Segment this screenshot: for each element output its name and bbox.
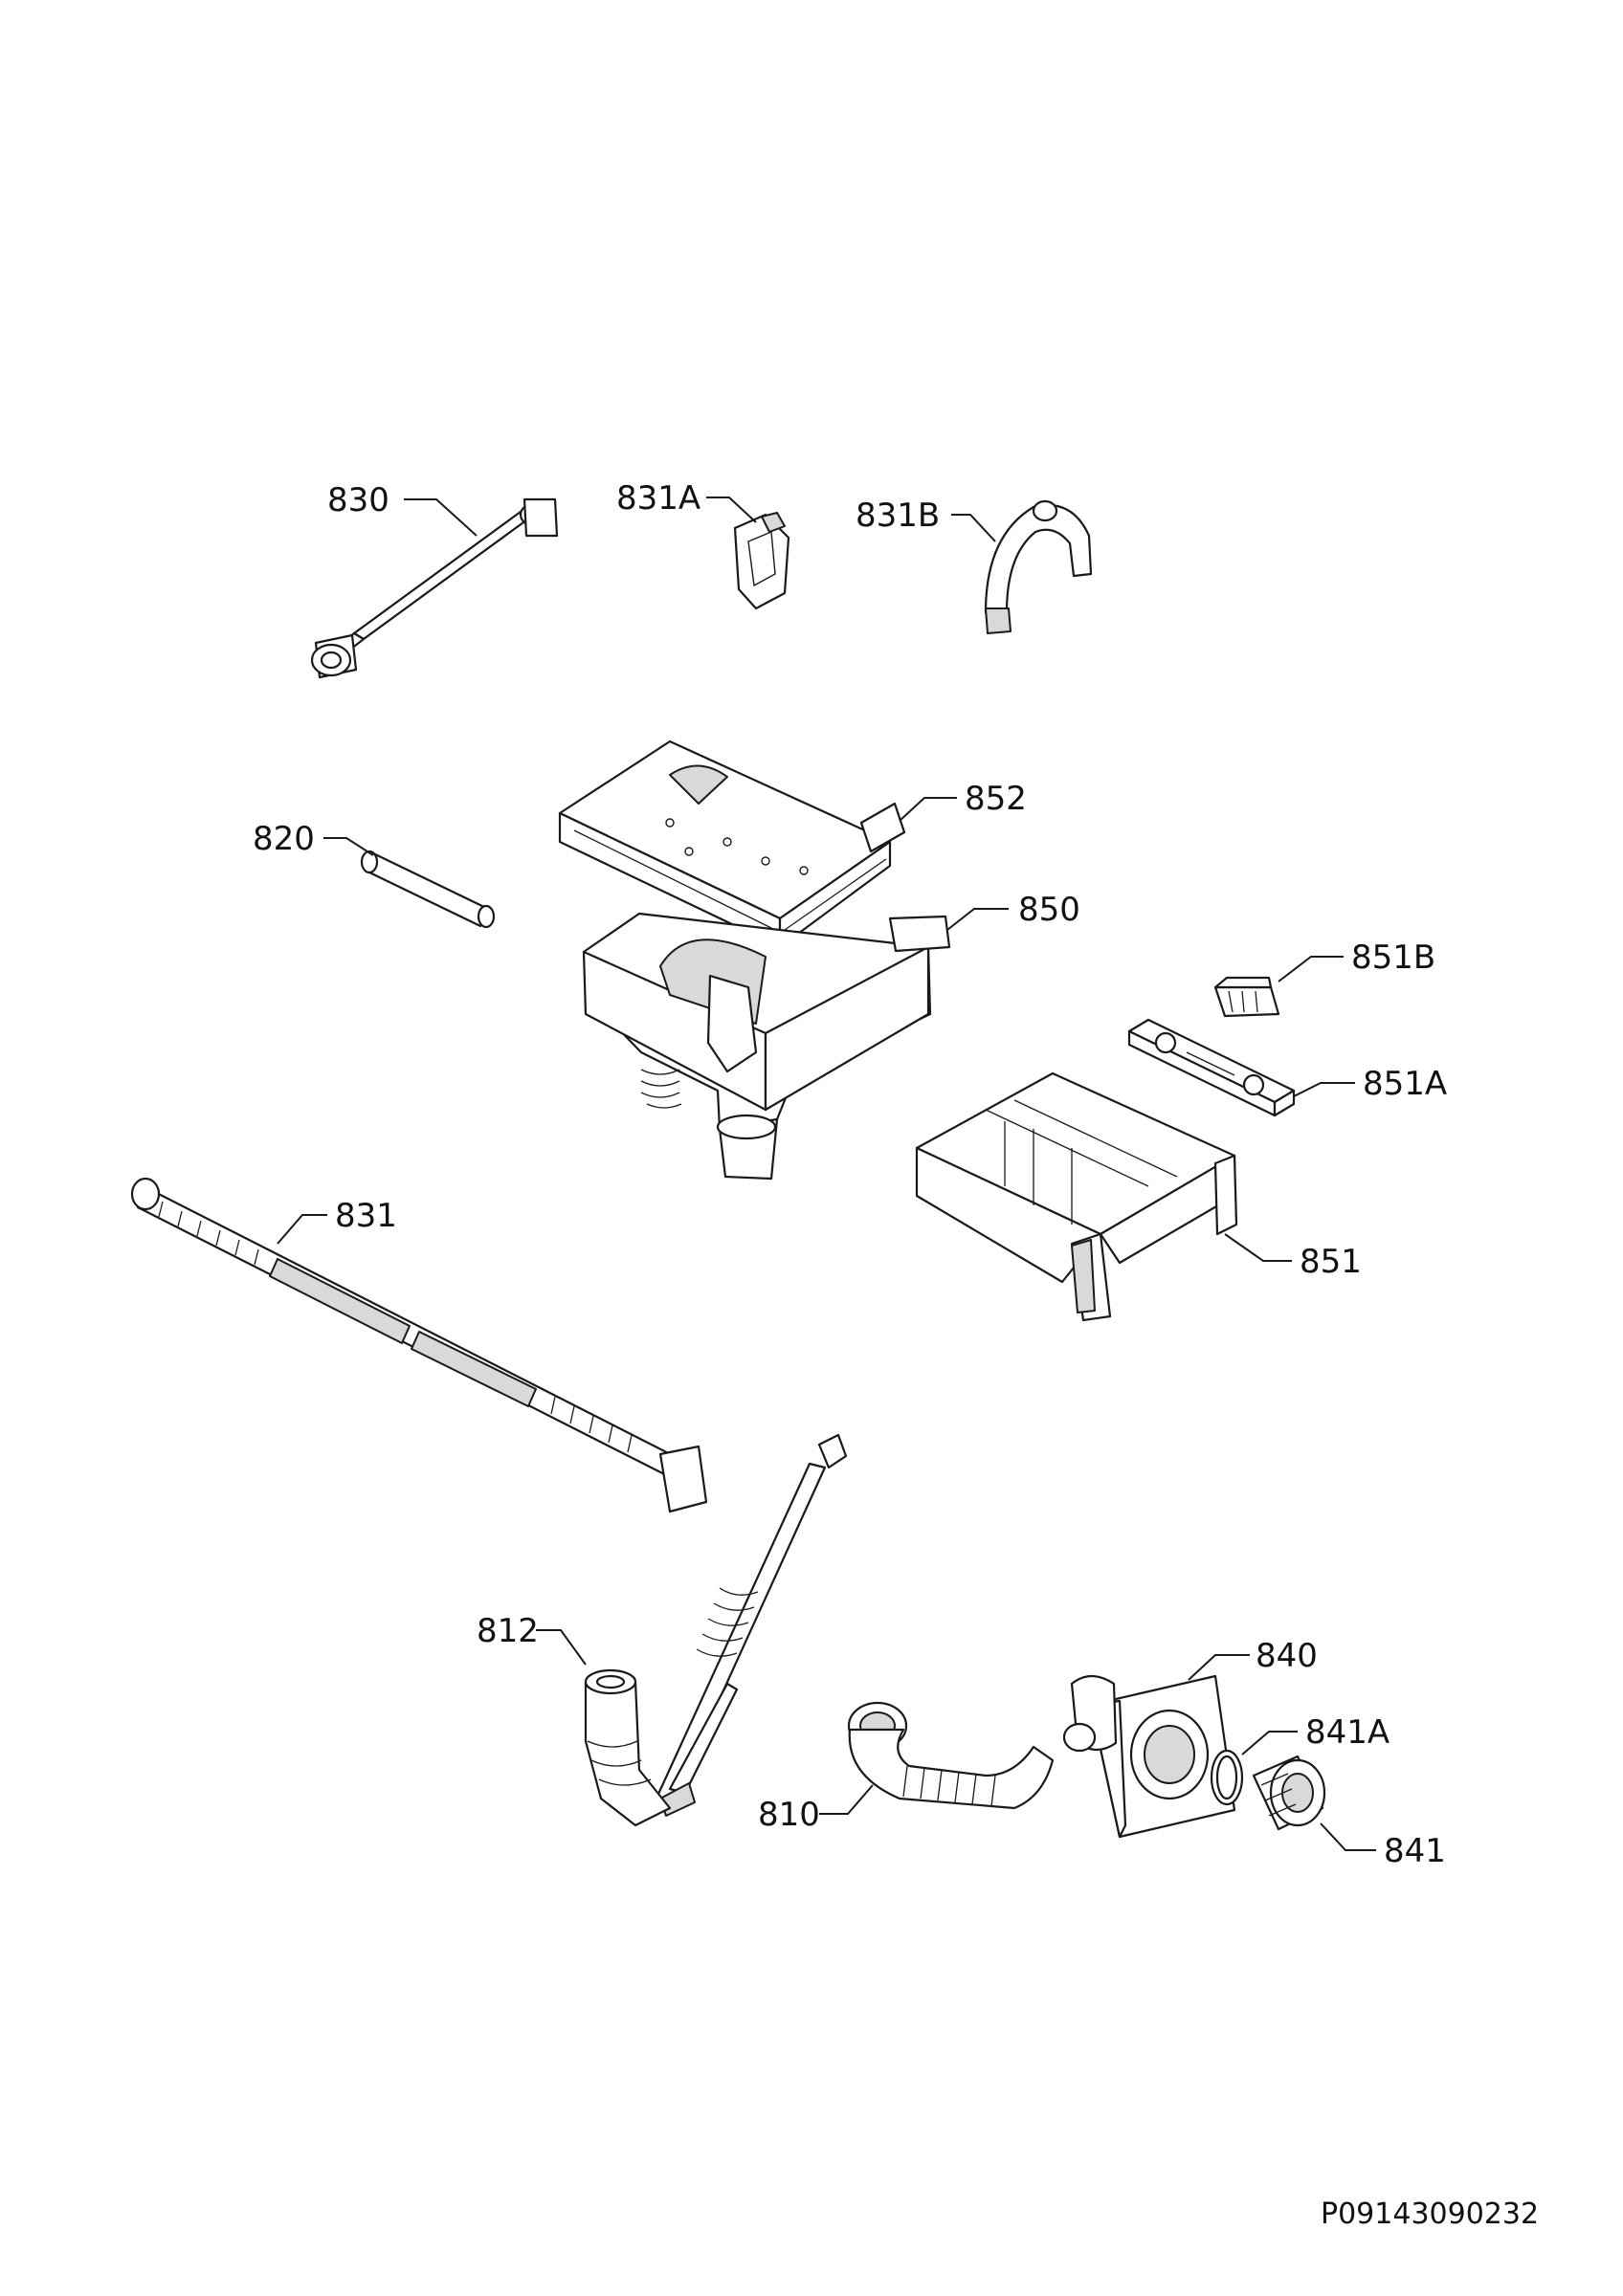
label-831: 831 [335, 1197, 397, 1235]
part-831B-hose-guide [984, 499, 1093, 634]
part-830-inlet-hose [310, 497, 559, 679]
label-820: 820 [253, 820, 315, 858]
label-851A: 851A [1363, 1065, 1447, 1103]
part-841A-seal [1210, 1749, 1244, 1806]
part-851B-cap [1213, 976, 1280, 1018]
part-840-pump-housing [1062, 1674, 1236, 1839]
part-831-drain-hose [130, 1177, 708, 1513]
part-831A-clip [733, 512, 790, 610]
part-812-sump-hose [584, 1433, 848, 1827]
part-851-detergent-drawer [915, 1071, 1238, 1322]
label-830: 830 [327, 481, 389, 519]
label-812: 812 [477, 1612, 539, 1650]
part-810-tub-pump-hose [847, 1701, 1055, 1810]
label-852: 852 [965, 780, 1027, 818]
label-851B: 851B [1351, 938, 1435, 977]
drawing-code: P09143090232 [1321, 2197, 1539, 2231]
part-851A-siphon [1127, 1018, 1296, 1117]
part-850-dispenser-housing [582, 912, 951, 1181]
label-851: 851 [1300, 1243, 1362, 1281]
label-831A: 831A [616, 479, 700, 518]
part-841-filter [1252, 1755, 1326, 1831]
label-850: 850 [1018, 891, 1080, 929]
label-840: 840 [1256, 1637, 1318, 1675]
part-820-tube [360, 850, 496, 929]
label-831B: 831B [856, 497, 940, 535]
label-841A: 841A [1305, 1713, 1390, 1752]
part-labels: 830 831A 831B 852 820 850 851B 851A 831 … [253, 479, 1539, 2231]
label-810: 810 [758, 1796, 820, 1834]
label-841: 841 [1384, 1832, 1446, 1870]
part-852-dispenser-cover [558, 740, 906, 949]
leader-lines [277, 497, 1376, 1851]
